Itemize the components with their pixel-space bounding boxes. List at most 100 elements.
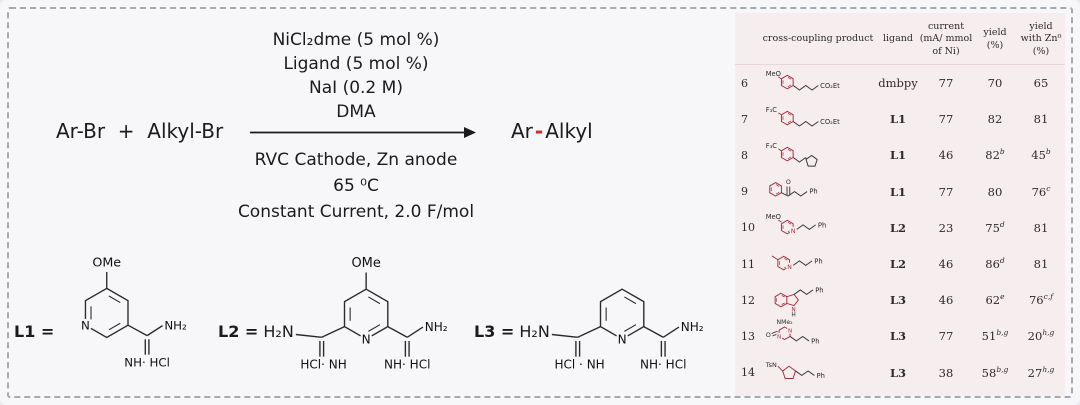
condition-line: 65 ⁰C xyxy=(333,176,379,196)
current-cell: 77 xyxy=(938,76,954,91)
condition-line: DMA xyxy=(336,102,376,122)
svg-text:MeO: MeO xyxy=(766,213,781,221)
svg-text:N: N xyxy=(788,329,792,335)
svg-text:Ph: Ph xyxy=(815,287,823,295)
product-structure: OPh xyxy=(769,179,818,197)
svg-text:Ph: Ph xyxy=(814,257,822,265)
svg-text:NH₂: NH₂ xyxy=(165,318,187,332)
yield-cell: 82 xyxy=(987,112,1003,127)
ligand-cell: L1 xyxy=(889,112,907,127)
svg-text:NH· HCl: NH· HCl xyxy=(384,358,430,372)
svg-text:NH· HCl: NH· HCl xyxy=(125,356,171,370)
ligand-tag: L3 = xyxy=(474,322,515,341)
svg-text:HCl· NH: HCl· NH xyxy=(300,358,346,372)
table-header: cross-coupling product ligand current (m… xyxy=(735,15,1065,65)
yield-zn-cell: 20h,g xyxy=(1027,328,1055,344)
entry-number: 11 xyxy=(741,257,755,271)
svg-text:OMe: OMe xyxy=(351,256,380,271)
svg-text:N: N xyxy=(791,228,796,235)
entry-number: 7 xyxy=(741,112,748,126)
svg-text:Ph: Ph xyxy=(809,187,817,195)
header-yield: yield (%) xyxy=(983,27,1007,51)
current-cell: 38 xyxy=(938,365,954,380)
svg-text:HCl · NH: HCl · NH xyxy=(554,358,604,372)
svg-text:CO₂Et: CO₂Et xyxy=(820,119,840,127)
svg-text:OMe: OMe xyxy=(93,255,122,270)
current-cell: 46 xyxy=(938,148,954,163)
condition-line: NiCl₂dme (5 mol %) xyxy=(272,30,440,50)
svg-text:N: N xyxy=(361,332,370,346)
product-cell: F₃C xyxy=(759,137,877,173)
header-ligand: ligand xyxy=(882,33,914,45)
svg-text:MeO: MeO xyxy=(766,70,781,78)
entry-number: 12 xyxy=(741,293,755,307)
yield-cell: 62e xyxy=(985,292,1005,308)
product-ar: Ar xyxy=(511,119,533,143)
ligand-tag: L2 = xyxy=(218,322,259,341)
ligand-cell: L3 xyxy=(889,329,907,344)
condition-line: Constant Current, 2.0 F/mol xyxy=(237,202,475,222)
yield-zn-cell: 76c xyxy=(1031,183,1051,199)
yield-cell: 86d xyxy=(985,256,1005,272)
entry-number: 6 xyxy=(741,76,748,90)
yield-cell: 82b xyxy=(985,147,1005,163)
reaction-arrow xyxy=(250,127,476,138)
ligand-cell: L2 xyxy=(889,257,907,272)
results-table: cross-coupling product ligand current (m… xyxy=(735,13,1065,396)
current-cell: 46 xyxy=(938,293,954,308)
ligand-label: L2 = H₂N xyxy=(218,322,294,341)
entry-number: 10 xyxy=(741,221,755,235)
yield-zn-cell: 81 xyxy=(1033,112,1049,127)
yield-zn-cell: 27h,g xyxy=(1027,364,1055,380)
current-cell: 23 xyxy=(938,220,954,235)
current-cell: 77 xyxy=(938,184,954,199)
yield-zn-cell: 76c,f xyxy=(1028,292,1053,308)
svg-text:F₃C: F₃C xyxy=(766,142,778,150)
svg-text:NMe₂: NMe₂ xyxy=(777,320,794,327)
ligand-cell: L3 xyxy=(889,293,907,308)
condition-line: RVC Cathode, Zn anode xyxy=(254,150,458,170)
product-bond-dash: - xyxy=(534,119,544,143)
entry-number: 13 xyxy=(741,329,755,343)
header-product: cross-coupling product xyxy=(762,33,874,45)
ligand-cell: L3 xyxy=(889,365,907,380)
yield-zn-cell: 65 xyxy=(1033,76,1049,91)
yield-cell: 80 xyxy=(987,184,1003,199)
conditions-below: RVC Cathode, Zn anode 65 ⁰C Constant Curre… xyxy=(210,147,502,225)
reactants-text: Ar-Br + Alkyl-Br xyxy=(56,119,224,143)
svg-text:N: N xyxy=(777,335,781,341)
ligand-label: L3 = H₂N xyxy=(474,322,550,341)
svg-text:NH· HCl: NH· HCl xyxy=(640,358,686,372)
coupling-product-label: Ar-Alkyl xyxy=(511,119,593,143)
svg-text:H: H xyxy=(791,313,795,318)
header-yield-zn: yield with Zn⁰ (%) xyxy=(1020,20,1062,57)
svg-text:N: N xyxy=(787,264,792,271)
yield-cell: 70 xyxy=(987,76,1003,91)
svg-text:N: N xyxy=(81,318,90,332)
entry-number: 9 xyxy=(741,185,748,199)
svg-text:N: N xyxy=(617,332,626,346)
yield-cell: 58b,g xyxy=(981,364,1009,380)
ligand-h2n-label: H₂N xyxy=(514,322,550,341)
product-cell: N Ph xyxy=(759,246,877,282)
